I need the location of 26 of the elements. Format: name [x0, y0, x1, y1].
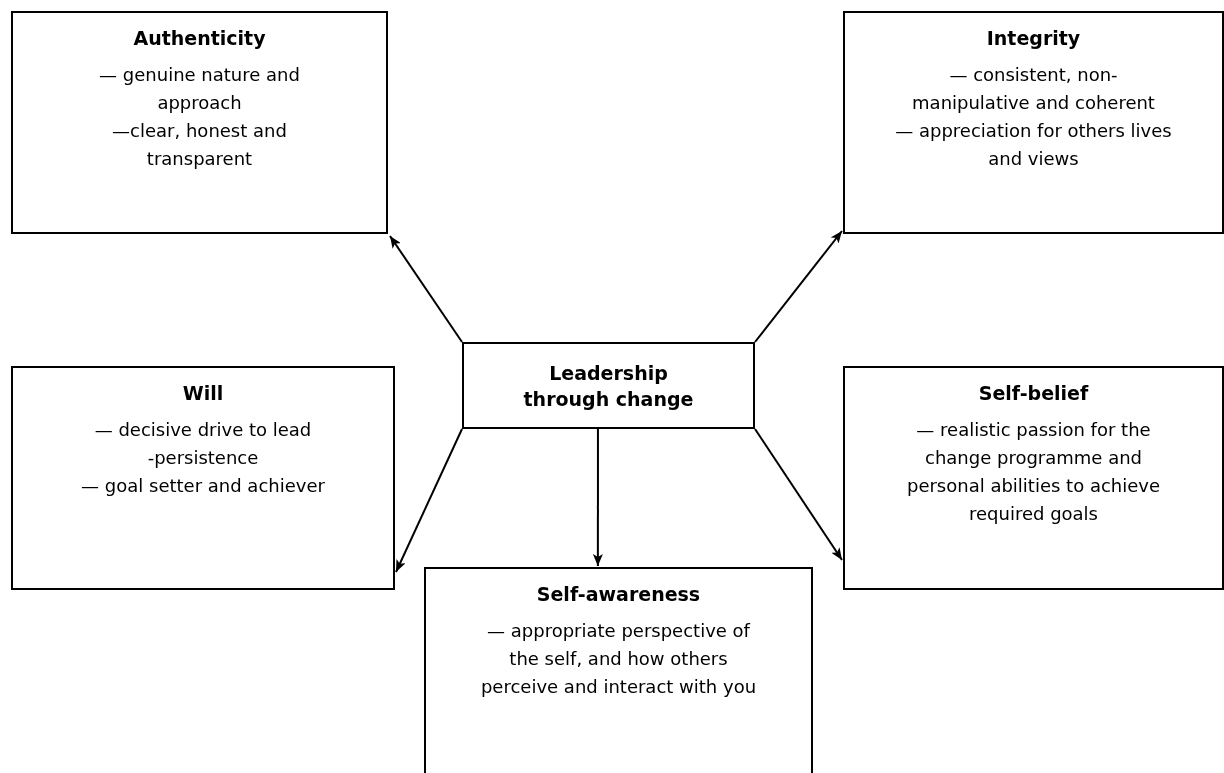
arrow [395, 428, 463, 573]
description-text: — decisive drive to lead [93, 418, 313, 442]
description-text: —clear, honest and transparent [111, 119, 288, 171]
description-text: — consistent, non-manipulative and coherent [911, 63, 1156, 115]
description-text: — goal setter and achiever [80, 474, 326, 498]
arrow [592, 428, 603, 567]
description-text: — genuine nature and approach [98, 63, 301, 115]
box-heading: Self-awareness [535, 582, 702, 607]
description-text: — realistic passion for the change programme and personal abilities to achieve required goals [905, 418, 1162, 526]
concept-box [11, 366, 395, 590]
description-text: -persistence [146, 446, 260, 470]
arrow [754, 428, 843, 561]
arrow [754, 230, 843, 343]
box-heading: Self-belief [977, 381, 1090, 406]
box-heading: Authenticity [132, 26, 267, 51]
description-text: — appreciation for others lives and views [895, 119, 1172, 171]
concept-box [843, 366, 1224, 590]
concept-box [11, 11, 388, 234]
concept-box [843, 11, 1224, 234]
box-heading: Leadership through change [522, 360, 695, 412]
concept-box [462, 342, 755, 429]
box-heading: Integrity [985, 26, 1082, 51]
box-heading: Will [181, 381, 225, 406]
description-text: — appropriate perspective of the self, and how others perceive and interact with you [479, 619, 758, 699]
arrow [389, 235, 463, 343]
concept-box [424, 567, 813, 773]
